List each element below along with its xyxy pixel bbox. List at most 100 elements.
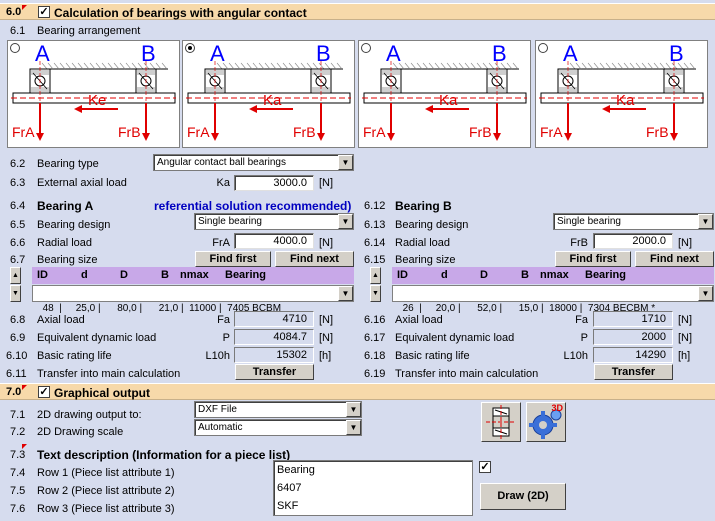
row-number: 6.12 [364,200,386,212]
bearing-b-axial-label: Axial load [395,314,443,326]
bearing-a-axial-output: 4710 [234,311,314,327]
frb-force-label: FrB [469,124,492,140]
row1-label: Row 1 (Piece list attribute 1) [37,467,175,479]
arrangement-radio-3[interactable] [361,43,371,53]
row-number: 6.19 [364,368,386,380]
section-title: Graphical output [54,386,150,400]
scroll-up-icon[interactable]: ▲ [10,267,21,284]
bearing-drawing-button[interactable] [481,402,521,442]
bearing-a-selected-row[interactable]: 48 | 25,0 | 80,0 | 21,0 | 11000 | 7405 B… [32,285,354,314]
chevron-down-icon[interactable]: ▼ [338,155,353,170]
row-number: 7.6 [10,503,26,515]
frb-force-label: FrB [118,124,141,140]
bearing-b-transfer-label: Transfer into main calculation [395,368,539,380]
row2-label: Row 2 (Piece list attribute 2) [37,485,175,497]
bearing-b-selected-row[interactable]: 26 | 20,0 | 52,0 | 15,0 | 18000 | 7304 B… [392,285,714,314]
bearing-a-transfer-label: Transfer into main calculation [37,368,181,380]
draw-2d-button[interactable]: Draw (2D) [480,483,566,510]
gear-3d-icon [529,409,562,439]
chevron-down-icon[interactable]: ▼ [338,286,353,301]
row-number: 6.8 [10,314,26,326]
bearing-arrangement-label: Bearing arrangement [37,25,141,37]
bearing-a-letter: A [210,41,225,66]
bearing-a-transfer-button[interactable]: Transfer [235,364,314,380]
row-number: 6.7 [10,254,26,266]
col-D: D [120,269,128,281]
drawing-scale-label: 2D Drawing scale [37,426,124,438]
bearing-a-design-label: Bearing design [37,219,111,231]
bearing-a-design-select[interactable]: Single bearing ▼ [194,213,354,230]
chevron-down-icon[interactable]: ▼ [338,214,353,229]
chevron-down-icon[interactable]: ▼ [698,286,713,301]
row-number: 6.14 [364,237,386,249]
row-number: 6.10 [6,350,28,362]
unit-label: [h] [678,350,691,362]
row-number: 7.4 [10,467,26,479]
bearing-b-letter: B [669,41,684,66]
unit-label: [N] [319,237,334,249]
fra-symbol: FrA [212,237,230,249]
bearing-b-find-next-button[interactable]: Find next [635,251,714,267]
3d-model-button[interactable]: 3D [526,402,566,442]
external-axial-load-input[interactable]: 3000.0 [234,175,314,191]
arrangement-radio-4[interactable] [538,43,548,53]
row-number: 6.15 [364,254,386,266]
3d-label: 3D [551,403,563,413]
bearing-a-row-text: 48 | 25,0 | 80,0 | 21,0 | 11000 | 7405 B… [42,303,282,314]
bearing-b-title: Bearing B [395,199,452,213]
unit-label: [N] [319,314,334,326]
bearing-b-letter: B [316,41,331,66]
bearing-a-life-output: 15302 [234,347,314,363]
note-marker [22,444,27,449]
bearing-b-radial-input[interactable]: 2000.0 [593,233,673,249]
bearing-b-transfer-button[interactable]: Transfer [594,364,673,380]
bearing-type-value: Angular contact ball bearings [157,157,286,168]
bearing-b-equiv-label: Equivalent dynamic load [395,332,515,344]
row-number: 6.2 [10,158,26,170]
bearing-b-find-first-button[interactable]: Find first [555,251,631,267]
axial-force-label: Ke [88,92,106,109]
section-checkbox[interactable]: ✓ [38,386,50,398]
bearing-a-radial-input[interactable]: 4000.0 [234,233,314,249]
bearing-a-size-label: Bearing size [37,254,98,266]
drawing-output-select[interactable]: DXF File ▼ [194,401,362,418]
row-number: 6.16 [364,314,386,326]
bearing-b-design-value: Single bearing [557,216,621,227]
scroll-down-icon[interactable]: ▼ [370,285,381,302]
text-description-title: Text description (Information for a piec… [37,448,291,462]
bearing-a-find-next-button[interactable]: Find next [275,251,354,267]
l10h-symbol: L10h [563,350,588,362]
scroll-up-icon[interactable]: ▲ [370,267,381,284]
arrangement-radio-2[interactable] [185,43,195,53]
piece-list-textarea[interactable]: Bearing 6407 SKF [273,460,473,516]
drawing-scale-select[interactable]: Automatic ▼ [194,419,362,436]
section-checkbox[interactable]: ✓ [38,6,50,18]
bearing-b-life-output: 14290 [593,347,673,363]
bearing-a-title: Bearing A [37,199,94,213]
row-number: 6.5 [10,219,26,231]
unit-label: [N] [678,237,693,249]
bearing-b-letter: B [492,41,507,66]
bearing-type-select[interactable]: Angular contact ball bearings ▼ [153,154,354,171]
piece-list-line: 6407 [277,482,302,494]
arrangement-radio-1[interactable] [10,43,20,53]
section-header-6-0: 6.0 ✓ Calculation of bearings with angul… [0,3,715,20]
unit-label: [h] [319,350,332,362]
chevron-down-icon[interactable]: ▼ [346,402,361,417]
chevron-down-icon[interactable]: ▼ [698,214,713,229]
scroll-down-icon[interactable]: ▼ [10,285,21,302]
chevron-down-icon[interactable]: ▼ [346,420,361,435]
bearing-a-find-first-button[interactable]: Find first [195,251,271,267]
ka-symbol: Ka [216,177,230,189]
draw-option-checkbox[interactable]: ✓ [479,461,491,473]
bearing-b-design-select[interactable]: Single bearing ▼ [553,213,714,230]
bearing-b-axial-output: 1710 [593,311,673,327]
col-id: ID [397,269,408,281]
fra-force-label: FrA [363,124,386,140]
